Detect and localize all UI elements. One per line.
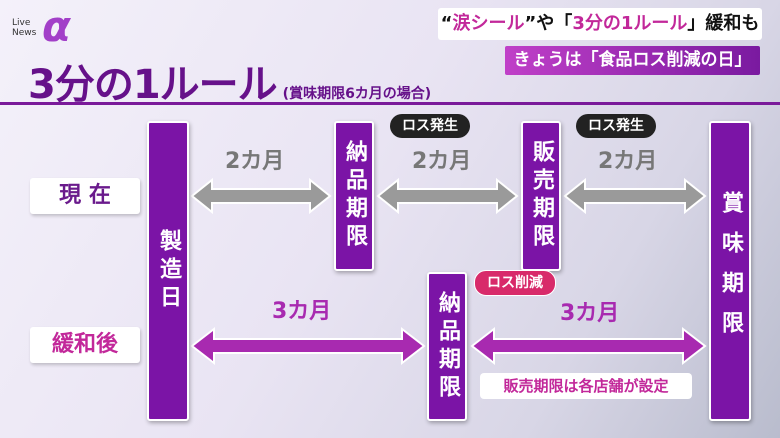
duration-label: 3カ月 — [560, 301, 620, 326]
row-label-current: 現 在 — [30, 178, 140, 214]
subheadline-caption: きょうは「食品ロス削減の日」 — [505, 46, 760, 75]
bar-delivery-deadline-new: 納品期限 — [427, 272, 467, 421]
loss-reduction-bubble: ロス削減 — [474, 270, 556, 296]
loss-occurs-bubble: ロス発生 — [390, 114, 470, 138]
gray-double-arrow — [376, 177, 519, 215]
pink-double-arrow — [470, 326, 707, 366]
duration-label: 2カ月 — [225, 149, 285, 174]
bar-delivery-deadline-current: 納品期限 — [334, 121, 374, 271]
pink-double-arrow — [190, 326, 426, 366]
page-subtitle: (賞味期限6カ月の場合) — [282, 86, 432, 102]
live-news-alpha-logo: Live News α — [12, 2, 71, 51]
bar-sales-deadline: 販売期限 — [521, 121, 561, 271]
gray-double-arrow — [190, 177, 332, 215]
row-label-relaxed: 緩和後 — [30, 327, 140, 363]
bar-best-before-date: 賞味期限 — [709, 121, 751, 421]
title-divider — [0, 102, 780, 105]
gray-double-arrow — [563, 177, 707, 215]
loss-occurs-bubble: ロス発生 — [576, 114, 656, 138]
bar-manufacture-date: 製造日 — [147, 121, 189, 421]
duration-label: 2カ月 — [598, 149, 658, 174]
headline-caption: “涙シール”や「3分の1ルール」緩和も — [438, 8, 762, 40]
sales-deadline-note: 販売期限は各店舗が設定 — [480, 373, 692, 399]
title-group: 3分の1ルール (賞味期限6カ月の場合) — [28, 52, 431, 110]
duration-label: 3カ月 — [272, 299, 332, 324]
page-title: 3分の1ルール — [28, 62, 278, 108]
duration-label: 2カ月 — [412, 149, 472, 174]
